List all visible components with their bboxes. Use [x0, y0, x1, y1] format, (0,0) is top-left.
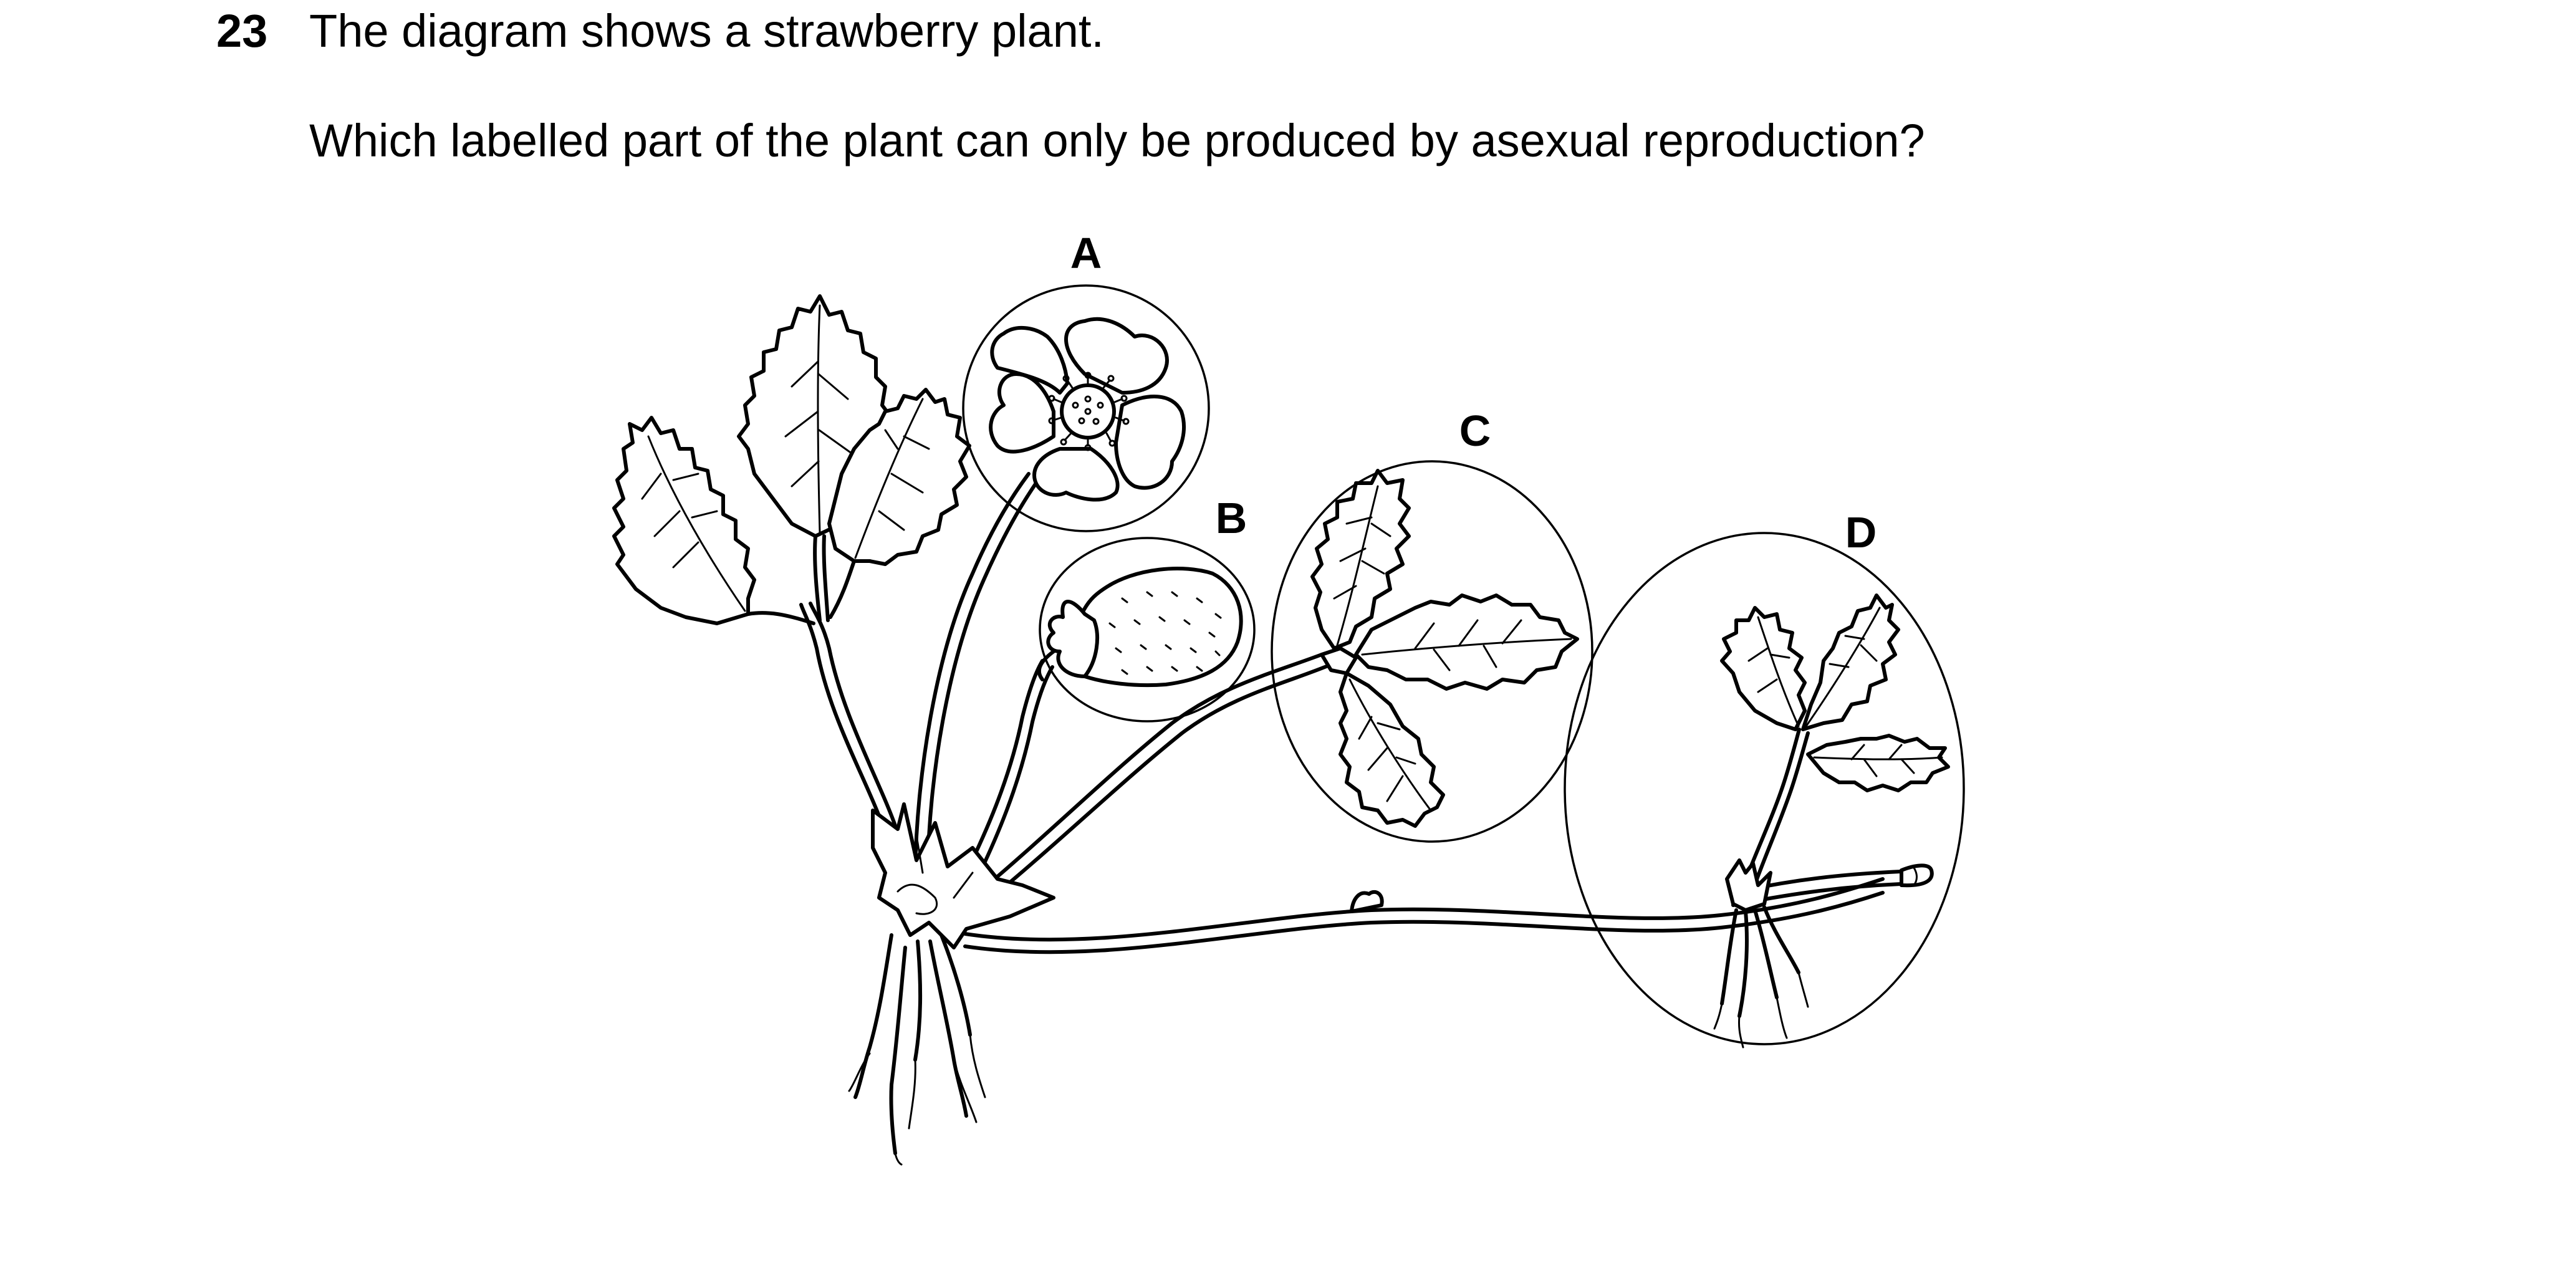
- label-a: A: [1070, 229, 1102, 277]
- crown: [871, 802, 1055, 949]
- main-roots: [848, 933, 986, 1166]
- question-prompt: Which labelled part of the plant can onl…: [309, 115, 1925, 166]
- part-a-flower: [962, 284, 1210, 532]
- main-leaves: [612, 294, 971, 625]
- part-b-fruit: [1037, 537, 1256, 723]
- stems: [746, 472, 1330, 907]
- part-c-leaves: [1271, 460, 1593, 843]
- label-b: B: [1216, 494, 1247, 542]
- question-stem: The diagram shows a strawberry plant.: [309, 5, 1104, 57]
- question-number: 23: [216, 5, 268, 57]
- runner: [963, 863, 1934, 954]
- label-d: D: [1845, 508, 1877, 557]
- part-d-plantlet: [1564, 532, 1965, 1049]
- label-c: C: [1459, 406, 1491, 455]
